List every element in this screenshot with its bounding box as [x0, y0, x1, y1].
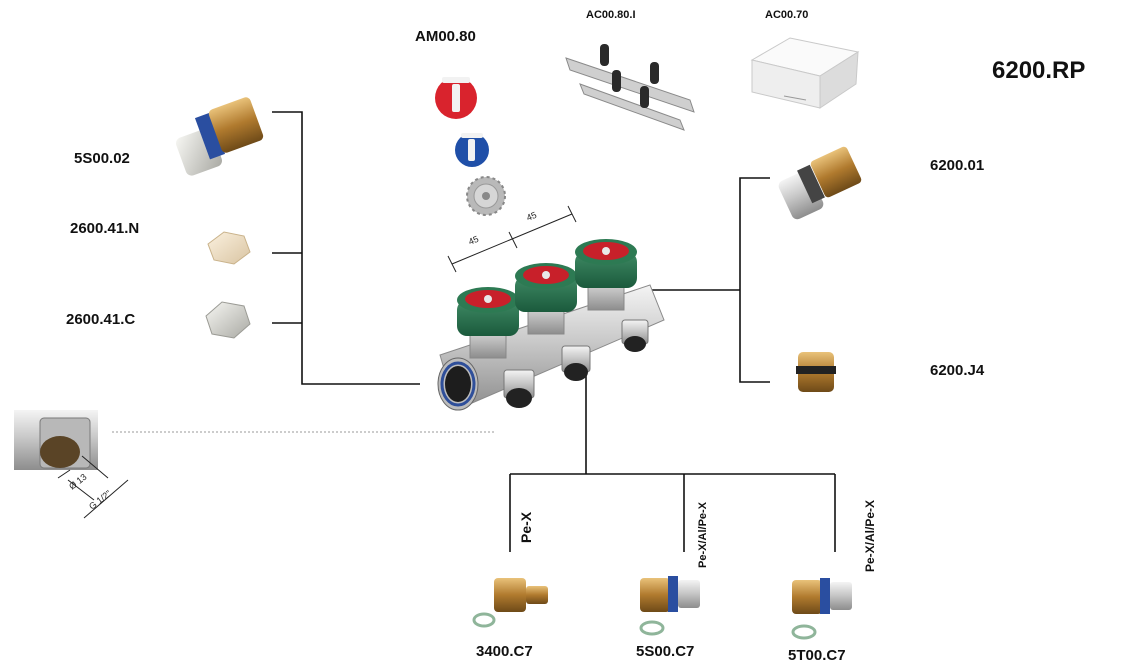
thread-detail-image: Ø 13 G 1/2"	[14, 410, 129, 519]
adapter-620001-image	[778, 146, 862, 220]
fitting-5t00c7-image	[791, 578, 852, 640]
label-6200j4: 6200.J4	[930, 362, 985, 379]
label-5s00c7: 5S00.C7	[636, 643, 694, 660]
insulation-box-image	[750, 37, 860, 109]
cap-nut-chrome-image	[205, 301, 251, 339]
dimension-thread: G 1/2"	[87, 488, 113, 511]
product-code: 6200.RP	[992, 57, 1085, 84]
fitting-5s00c7-image	[639, 576, 700, 636]
gear-ring-image	[466, 176, 506, 216]
spacing-dimensions: 45 45	[447, 205, 577, 273]
label-5t00c7: 5T00.C7	[788, 647, 846, 664]
cap-nut-cream-image	[207, 231, 251, 265]
label-ac0070: AC00.70	[765, 9, 808, 21]
dimension-45-a: 45	[467, 234, 480, 247]
connector-lines	[112, 111, 836, 552]
pipe-label-pexalpex-1: Pe-X/Al/Pe-X	[697, 501, 709, 568]
label-5s0002: 5S00.02	[74, 150, 130, 167]
manifold-body-image	[437, 239, 665, 411]
label-620001: 6200.01	[930, 157, 984, 174]
label-am0080: AM00.80	[415, 28, 476, 45]
label-260041n: 2600.41.N	[70, 220, 139, 237]
dimension-diameter: Ø 13	[67, 472, 89, 492]
adapter-6200j4-image	[796, 352, 836, 392]
dimension-45-b: 45	[525, 210, 538, 223]
fitting-3400c7-image	[472, 578, 548, 628]
label-ac0080i: AC00.80.I	[586, 9, 636, 21]
label-260041c: 2600.41.C	[66, 311, 135, 328]
press-fitting-5s0002-image	[175, 97, 264, 176]
red-handwheel-image	[435, 77, 477, 119]
wall-bracket-image	[565, 44, 695, 131]
blue-handwheel-image	[455, 133, 489, 167]
pipe-label-pex: Pe-X	[518, 511, 534, 543]
pipe-label-pexalpex-2: Pe-X/Al/Pe-X	[863, 500, 877, 572]
label-3400c7: 3400.C7	[476, 643, 533, 660]
